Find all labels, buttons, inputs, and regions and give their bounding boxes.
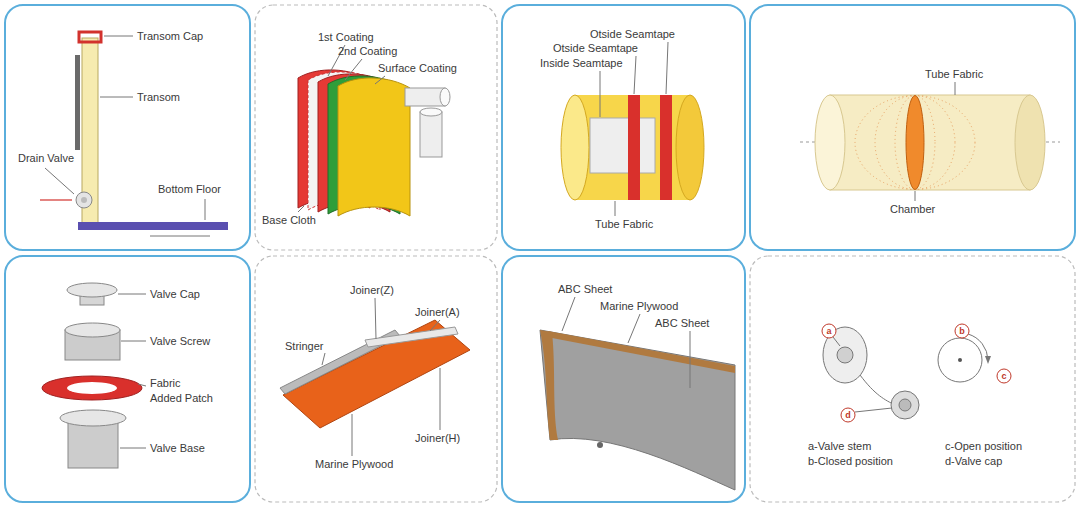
part-label: Transom Cap (137, 30, 203, 43)
part-label: Marine Plywood (600, 300, 678, 313)
part-label: Fabric (150, 377, 181, 390)
part-label: Drain Valve (18, 152, 74, 165)
callout-letter: c (1001, 371, 1006, 381)
part-label: Joiner(H) (415, 432, 460, 445)
part-label: Tube Fabric (925, 68, 983, 81)
part-label: ABC Sheet (655, 317, 709, 330)
part-label: a-Valve stem (808, 440, 871, 453)
part-label: Base Cloth (262, 214, 316, 227)
part-label: ABC Sheet (558, 283, 612, 296)
part-label: Tube Fabric (595, 218, 653, 231)
part-label: c-Open position (945, 440, 1022, 453)
part-label: Stringer (285, 340, 324, 353)
part-label: d-Valve cap (945, 455, 1002, 468)
part-label: Valve Base (150, 442, 205, 455)
part-label: Surface Coating (378, 62, 457, 75)
part-label: Valve Cap (150, 288, 200, 301)
part-label: Marine Plywood (315, 458, 393, 471)
part-label: Transom (137, 91, 180, 104)
part-label: 1st Coating (318, 31, 374, 44)
part-label: 2nd Coating (338, 45, 397, 58)
part-label: Chamber (890, 203, 935, 216)
callout-letter: d (845, 410, 851, 420)
callout-letter: b (959, 326, 965, 336)
part-label: Added Patch (150, 392, 213, 405)
part-label: Valve Screw (150, 335, 210, 348)
part-label: Inside Seamtape (540, 57, 623, 70)
part-label: Otside Seamtape (553, 42, 638, 55)
part-label: b-Closed position (808, 455, 893, 468)
part-label: Joiner(Z) (350, 284, 394, 297)
part-label: Bottom Floor (158, 183, 221, 196)
callout-letter: a (826, 326, 831, 336)
part-label: Joiner(A) (415, 306, 460, 319)
part-label: Otside Seamtape (590, 28, 675, 41)
